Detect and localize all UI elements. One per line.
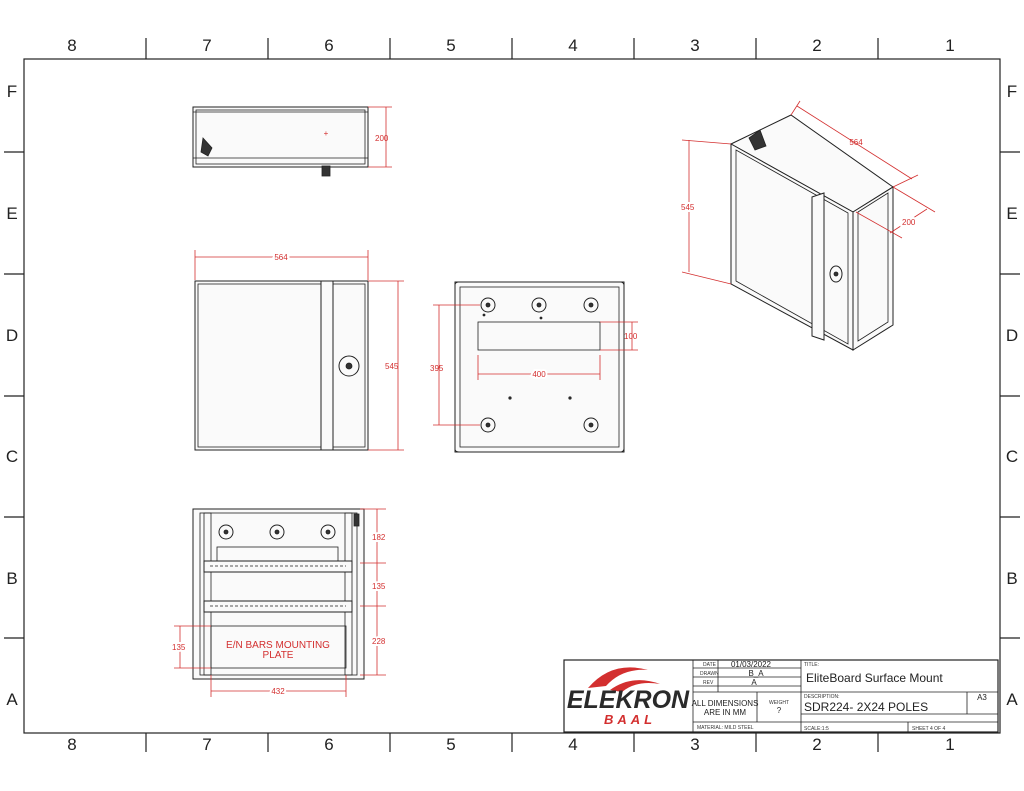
logo-sub-text: BAAL — [604, 712, 656, 727]
cable-gland-icon — [321, 165, 331, 177]
zone-col-label: 1 — [945, 36, 954, 55]
zone-col-label: 5 — [446, 735, 455, 754]
dim-plate-bottom: 228 — [372, 637, 386, 646]
zone-row-label: C — [6, 447, 18, 466]
zone-col-label: 8 — [67, 735, 76, 754]
top-view: + 200 — [192, 106, 392, 177]
zone-ticks — [4, 38, 1020, 752]
title-block: ELEKRON BAAL DATE 01/03/2022 DRAWN B_A R… — [563, 659, 999, 733]
zone-row-label: B — [6, 569, 17, 588]
title-value: EliteBoard Surface Mount — [806, 671, 943, 685]
column-labels-top: 8 7 6 5 4 3 2 1 — [67, 36, 954, 55]
dim-plate-mid: 135 — [372, 582, 386, 591]
zone-col-label: 4 — [568, 36, 577, 55]
hinge-icon — [200, 137, 213, 157]
zone-col-label: 5 — [446, 36, 455, 55]
zone-col-label: 4 — [568, 735, 577, 754]
back-view: 100 395 400 — [430, 281, 638, 453]
dim-top-depth: 200 — [375, 134, 389, 143]
zone-col-label: 2 — [812, 735, 821, 754]
size-value: A3 — [977, 693, 987, 702]
plate-label-line2: PLATE — [263, 650, 294, 661]
rev-value: A — [751, 678, 757, 687]
zone-row-label: F — [1007, 82, 1017, 101]
zone-row-label: A — [6, 690, 18, 709]
dim-plate-left: 135 — [172, 643, 186, 652]
dim-iso-depth: 200 — [902, 218, 916, 227]
zone-col-label: 7 — [202, 36, 211, 55]
zone-col-label: 8 — [67, 36, 76, 55]
row-labels-left: F E D C B A — [6, 82, 18, 709]
dim-plate-top: 182 — [372, 533, 386, 542]
material-text: MATERIAL: MILD STEEL — [697, 725, 754, 731]
zone-row-label: D — [6, 326, 18, 345]
zone-col-label: 6 — [324, 735, 333, 754]
zone-row-label: F — [7, 82, 17, 101]
dim-front-width: 564 — [274, 253, 288, 262]
zone-row-label: C — [1006, 447, 1018, 466]
dim-back-width: 400 — [532, 370, 546, 379]
date-value: 01/03/2022 — [731, 660, 772, 669]
en-bars-plate — [210, 625, 347, 669]
dim-back-height: 395 — [430, 364, 444, 373]
dims-note-line1: ALL DIMENSIONS — [692, 699, 759, 708]
zone-row-label: E — [6, 204, 17, 223]
dim-iso-width: 564 — [849, 138, 863, 147]
iso-latch-bar — [811, 192, 825, 341]
rev-label: REV — [703, 680, 714, 686]
title-label: TITLE: — [804, 662, 819, 668]
door-latch-bar — [320, 280, 334, 451]
logo-swoosh-icon — [610, 680, 660, 692]
plate-label-line1: E/N BARS MOUNTING — [226, 640, 330, 651]
cable-entry-slot — [477, 321, 601, 351]
sheet-text: SHEET 4 OF 4 — [912, 726, 945, 732]
dims-note-line2: ARE IN MM — [704, 708, 747, 717]
dim-front-height: 545 — [385, 362, 399, 371]
dim-back-slot: 100 — [624, 332, 638, 341]
date-label: DATE — [703, 662, 717, 668]
isometric-view: 564 545 200 — [679, 100, 936, 351]
scale-text: SCALE:1:5 — [804, 726, 829, 732]
dim-iso-height: 545 — [681, 203, 695, 212]
zone-row-label: D — [1006, 326, 1018, 345]
zone-col-label: 3 — [690, 36, 699, 55]
din-rail-top — [203, 560, 353, 573]
zone-col-label: 2 — [812, 36, 821, 55]
description-label: DESCRIPTION: — [804, 694, 840, 700]
logo-main-text: ELEKRON — [567, 686, 690, 714]
din-rail-bottom — [203, 600, 353, 613]
zone-row-label: E — [1006, 204, 1017, 223]
column-labels-bottom: 8 7 6 5 4 3 2 1 — [67, 735, 954, 754]
zone-col-label: 7 — [202, 735, 211, 754]
weight-value: ? — [777, 706, 782, 715]
zone-row-label: B — [1006, 569, 1017, 588]
front-view: 564 545 — [194, 250, 404, 451]
row-labels-right: F E D C B A — [1006, 82, 1018, 709]
zone-col-label: 3 — [690, 735, 699, 754]
hinge-icon — [748, 129, 767, 151]
zone-col-label: 1 — [945, 735, 954, 754]
mounting-plate-view: E/N BARS MOUNTING PLATE 182 135 228 135 … — [170, 508, 388, 698]
weight-label: WEIGHT — [769, 700, 789, 706]
description-value: SDR224- 2X24 POLES — [804, 700, 928, 714]
logo-swoosh-icon — [588, 667, 648, 688]
dim-plate-width: 432 — [271, 687, 285, 696]
svg-text:+: + — [324, 129, 329, 138]
zone-row-label: A — [1006, 690, 1018, 709]
drawn-label: DRAWN — [700, 671, 719, 677]
zone-col-label: 6 — [324, 36, 333, 55]
drawn-value: B_A — [748, 669, 764, 678]
